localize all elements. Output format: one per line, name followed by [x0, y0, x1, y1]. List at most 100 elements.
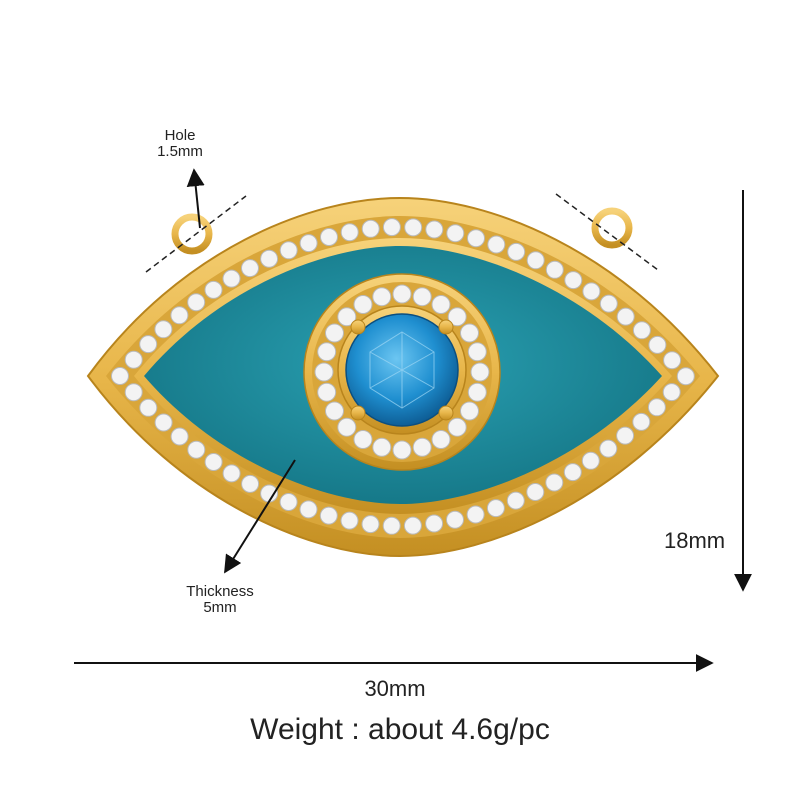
crystal-stone: [222, 464, 241, 483]
crystal-stone: [317, 382, 337, 402]
crystal-stone: [111, 367, 129, 385]
crystal-stone: [460, 401, 479, 421]
hole-label: Hole 1.5mm: [140, 128, 220, 160]
inner-crystal-stones: [314, 284, 490, 460]
thickness-title: Thickness: [186, 583, 254, 600]
crystal-stone: [632, 412, 651, 431]
crystal-stone: [353, 295, 373, 314]
crystal-stone: [446, 510, 464, 529]
crystal-stone: [599, 439, 618, 458]
thickness-size: 5mm: [203, 599, 237, 616]
crystal-stone: [632, 321, 651, 340]
crystal-stone: [187, 293, 206, 312]
crystal-stone: [279, 241, 298, 260]
crystal-stone: [563, 463, 582, 482]
crystal-stone: [325, 401, 344, 421]
crystal-stone: [340, 223, 359, 242]
crystal-stone: [545, 260, 564, 279]
hole-arrow: [186, 168, 205, 229]
crystal-stone: [299, 234, 318, 253]
crystal-stone: [486, 499, 505, 518]
crystal-stone: [431, 295, 451, 314]
crystal-stone: [320, 228, 338, 246]
crystal-stone: [487, 235, 506, 254]
hole-size: 1.5mm: [157, 143, 203, 160]
crystal-stone: [467, 342, 487, 362]
crystal-stone: [337, 417, 357, 437]
crystal-stone: [204, 280, 223, 299]
crystal-stone: [676, 367, 695, 386]
crystal-stone: [446, 224, 465, 243]
crystal-stone: [241, 474, 260, 493]
crystal-stone: [187, 440, 206, 459]
left-bail-ring: [171, 213, 213, 255]
crystal-stone: [564, 271, 583, 290]
crystal-stone: [506, 491, 525, 510]
crystal-stone: [507, 242, 526, 261]
crystal-stone: [392, 440, 412, 460]
crystal-stone: [425, 220, 444, 239]
right-hole-dashed-guide: [555, 193, 659, 271]
crystal-stone: [582, 282, 601, 301]
prong: [350, 405, 366, 421]
crystal-stone: [460, 323, 479, 343]
crystal-stone: [154, 413, 173, 432]
crystal-stone: [662, 383, 681, 402]
crystal-stone: [425, 514, 444, 533]
crystal-stone: [325, 323, 344, 343]
crystal-stone: [616, 426, 635, 445]
crystal-stone: [337, 307, 357, 327]
width-dimension: 30mm: [364, 676, 426, 701]
crystal-stone: [581, 451, 600, 470]
crystal-stone: [447, 307, 467, 327]
right-bail-ring: [591, 207, 633, 249]
crystal-stone: [340, 511, 359, 530]
crystal-stone: [260, 249, 279, 268]
evil-eye-pendant-image: [86, 196, 720, 558]
crystal-stone: [353, 430, 373, 449]
crystal-stone: [170, 306, 189, 325]
crystal-stone: [663, 351, 682, 370]
prong: [438, 319, 454, 335]
crystal-stone: [314, 362, 334, 382]
crystal-stone: [361, 219, 380, 238]
crystal-stone: [545, 473, 564, 492]
crystal-stone: [447, 417, 467, 437]
crystal-stone: [526, 483, 545, 501]
crystal-stone: [467, 382, 487, 402]
left-hole-dashed-guide: [145, 195, 247, 273]
crystal-stone: [466, 505, 485, 524]
crystal-stone: [382, 218, 401, 237]
crystal-stone: [170, 427, 189, 446]
crystal-stone: [392, 284, 412, 304]
crystal-stone: [319, 506, 338, 525]
thickness-arrow: [224, 459, 296, 574]
crystal-stone: [382, 516, 401, 535]
crystal-stone: [431, 430, 451, 449]
crystal-stone: [372, 287, 392, 307]
prong: [438, 405, 454, 421]
crystal-stone: [403, 516, 422, 535]
crystal-stone: [222, 269, 241, 288]
crystal-stone: [470, 362, 490, 382]
crystal-stone: [241, 259, 259, 278]
crystal-stone: [599, 294, 618, 313]
crystal-stone: [616, 307, 635, 326]
crystal-stone: [647, 398, 666, 417]
outer-crystal-stones: [111, 218, 695, 535]
crystal-stone: [204, 453, 223, 471]
crystal-stone: [361, 515, 380, 534]
stone-facets: [369, 331, 435, 409]
prong: [350, 319, 366, 335]
crystal-stone: [526, 251, 545, 270]
hole-title: Hole: [164, 127, 196, 144]
crystal-stone: [154, 320, 173, 339]
weight-caption: Weight : about 4.6g/pc: [250, 713, 550, 746]
crystal-stone: [299, 500, 318, 519]
crystal-stone: [372, 437, 392, 457]
crystal-stone: [139, 398, 158, 417]
crystal-stone: [124, 350, 143, 369]
crystal-stone: [412, 437, 432, 457]
crystal-stone: [124, 383, 143, 402]
